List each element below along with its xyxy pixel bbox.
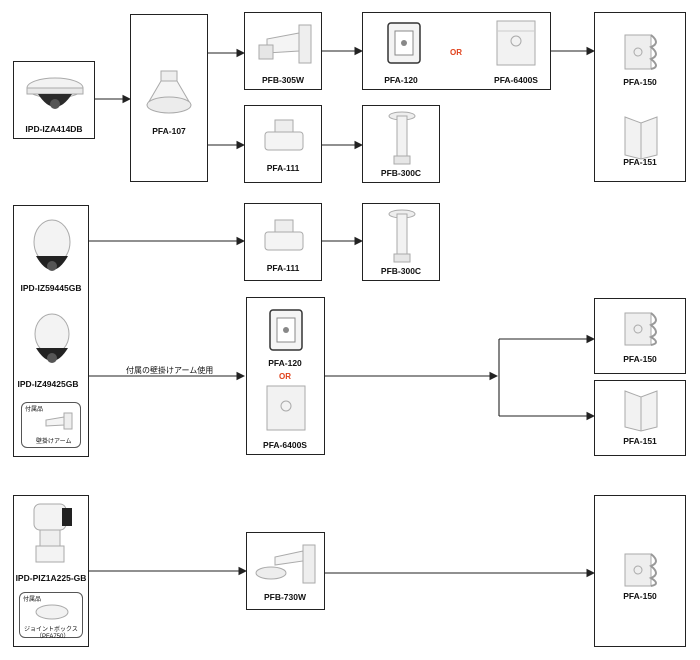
box-pfa107: [130, 14, 208, 182]
accessory-box-junction: [19, 592, 83, 638]
label-iz59445gb: IPD-IZ59445GB: [20, 283, 82, 293]
ptz-mini-dome-camera-icon: [26, 77, 84, 109]
label-pfa6400s-r2: PFA-6400S: [263, 440, 307, 450]
corner-mount-icon: [624, 116, 658, 160]
label-pfa150-r2: PFA-150: [623, 354, 657, 364]
camera-box-iza414db: [13, 61, 95, 139]
pole-mount-icon-3: [624, 553, 657, 587]
accessory-box-arm: [21, 402, 81, 448]
ptz-camera-icon-2: [34, 313, 70, 363]
label-pfa151-r1: PFA-151: [623, 157, 657, 167]
accessory-name-r3: ジョイントボックス: [24, 627, 78, 633]
box-pfa151-r2: [594, 380, 686, 456]
box-pfb300c-r1: [362, 105, 440, 183]
label-pfa111-r1: PFA-111: [266, 163, 300, 173]
label-pfa107: PFA-107: [152, 126, 186, 136]
label-pfa120: PFA-120: [384, 75, 418, 85]
label-pfa150-r3: PFA-150: [623, 591, 657, 601]
box-pfa120-or-pfa6400s: [362, 12, 551, 90]
ceiling-pole-icon-2: [388, 209, 416, 263]
accessory-model-r3: （PFA750）: [36, 634, 70, 640]
junction-plate-icon: [387, 22, 421, 64]
wall-arm-icon: [45, 412, 73, 430]
label-pfb300c-r2: PFB-300C: [380, 266, 422, 276]
label-piz1a225: IPD-PIZ1A225-GB: [15, 573, 87, 583]
accessory-tag-r3: 付属品: [23, 597, 42, 603]
label-pfb300c-r1: PFB-300C: [380, 168, 422, 178]
junction-box-icon-2: [266, 385, 306, 431]
adapter-icon-2: [264, 219, 304, 251]
accessory-tag-r2: 付属品: [25, 407, 44, 413]
box-pfa150-pfa151: [594, 12, 686, 182]
label-iz49425gb: IPD-IZ49425GB: [17, 379, 79, 389]
junction-box-icon: [496, 20, 536, 66]
note-use-included-arm: 付属の壁掛けアーム使用: [126, 366, 214, 375]
or-text: OR: [450, 48, 462, 57]
label-pfb305w: PFB-305W: [261, 75, 305, 85]
wall-arm-bracket-icon: [255, 544, 316, 584]
box-pfb305w: [244, 12, 322, 90]
junction-box-round-icon: [35, 604, 69, 620]
label-pfa150-r1: PFA-150: [623, 77, 657, 87]
box-pfa150-r2: [594, 298, 686, 374]
pendant-mount-icon: [146, 70, 192, 114]
box-pfa111-r2: [244, 203, 322, 281]
adapter-icon: [264, 119, 304, 151]
ceiling-pole-icon: [388, 111, 416, 165]
box-pfa111-r1: [244, 105, 322, 183]
positioning-camera-icon: [33, 503, 72, 563]
or-text-r2: OR: [279, 372, 291, 381]
box-pfa150-r3: [594, 495, 686, 647]
junction-plate-icon-2: [269, 309, 303, 351]
label-iza414db: IPD-IZA414DB: [25, 124, 83, 134]
accessory-name-r2: 壁掛けアーム: [36, 439, 72, 445]
pole-mount-icon: [624, 34, 657, 70]
label-pfa6400s: PFA-6400S: [494, 75, 538, 85]
wall-bracket-icon: [258, 24, 312, 64]
box-pfb730w: [246, 532, 325, 610]
corner-mount-icon-2: [624, 390, 658, 432]
label-pfb730w: PFB-730W: [263, 592, 307, 602]
box-pfa120-pfa6400s-r2: [246, 297, 325, 455]
pole-mount-icon-2: [624, 312, 657, 346]
ptz-camera-icon: [33, 219, 71, 271]
label-pfa111-r2: PFA-111: [266, 263, 300, 273]
label-pfa151-r2: PFA-151: [623, 436, 657, 446]
label-pfa120-r2: PFA-120: [268, 358, 302, 368]
box-pfb300c-r2: [362, 203, 440, 281]
